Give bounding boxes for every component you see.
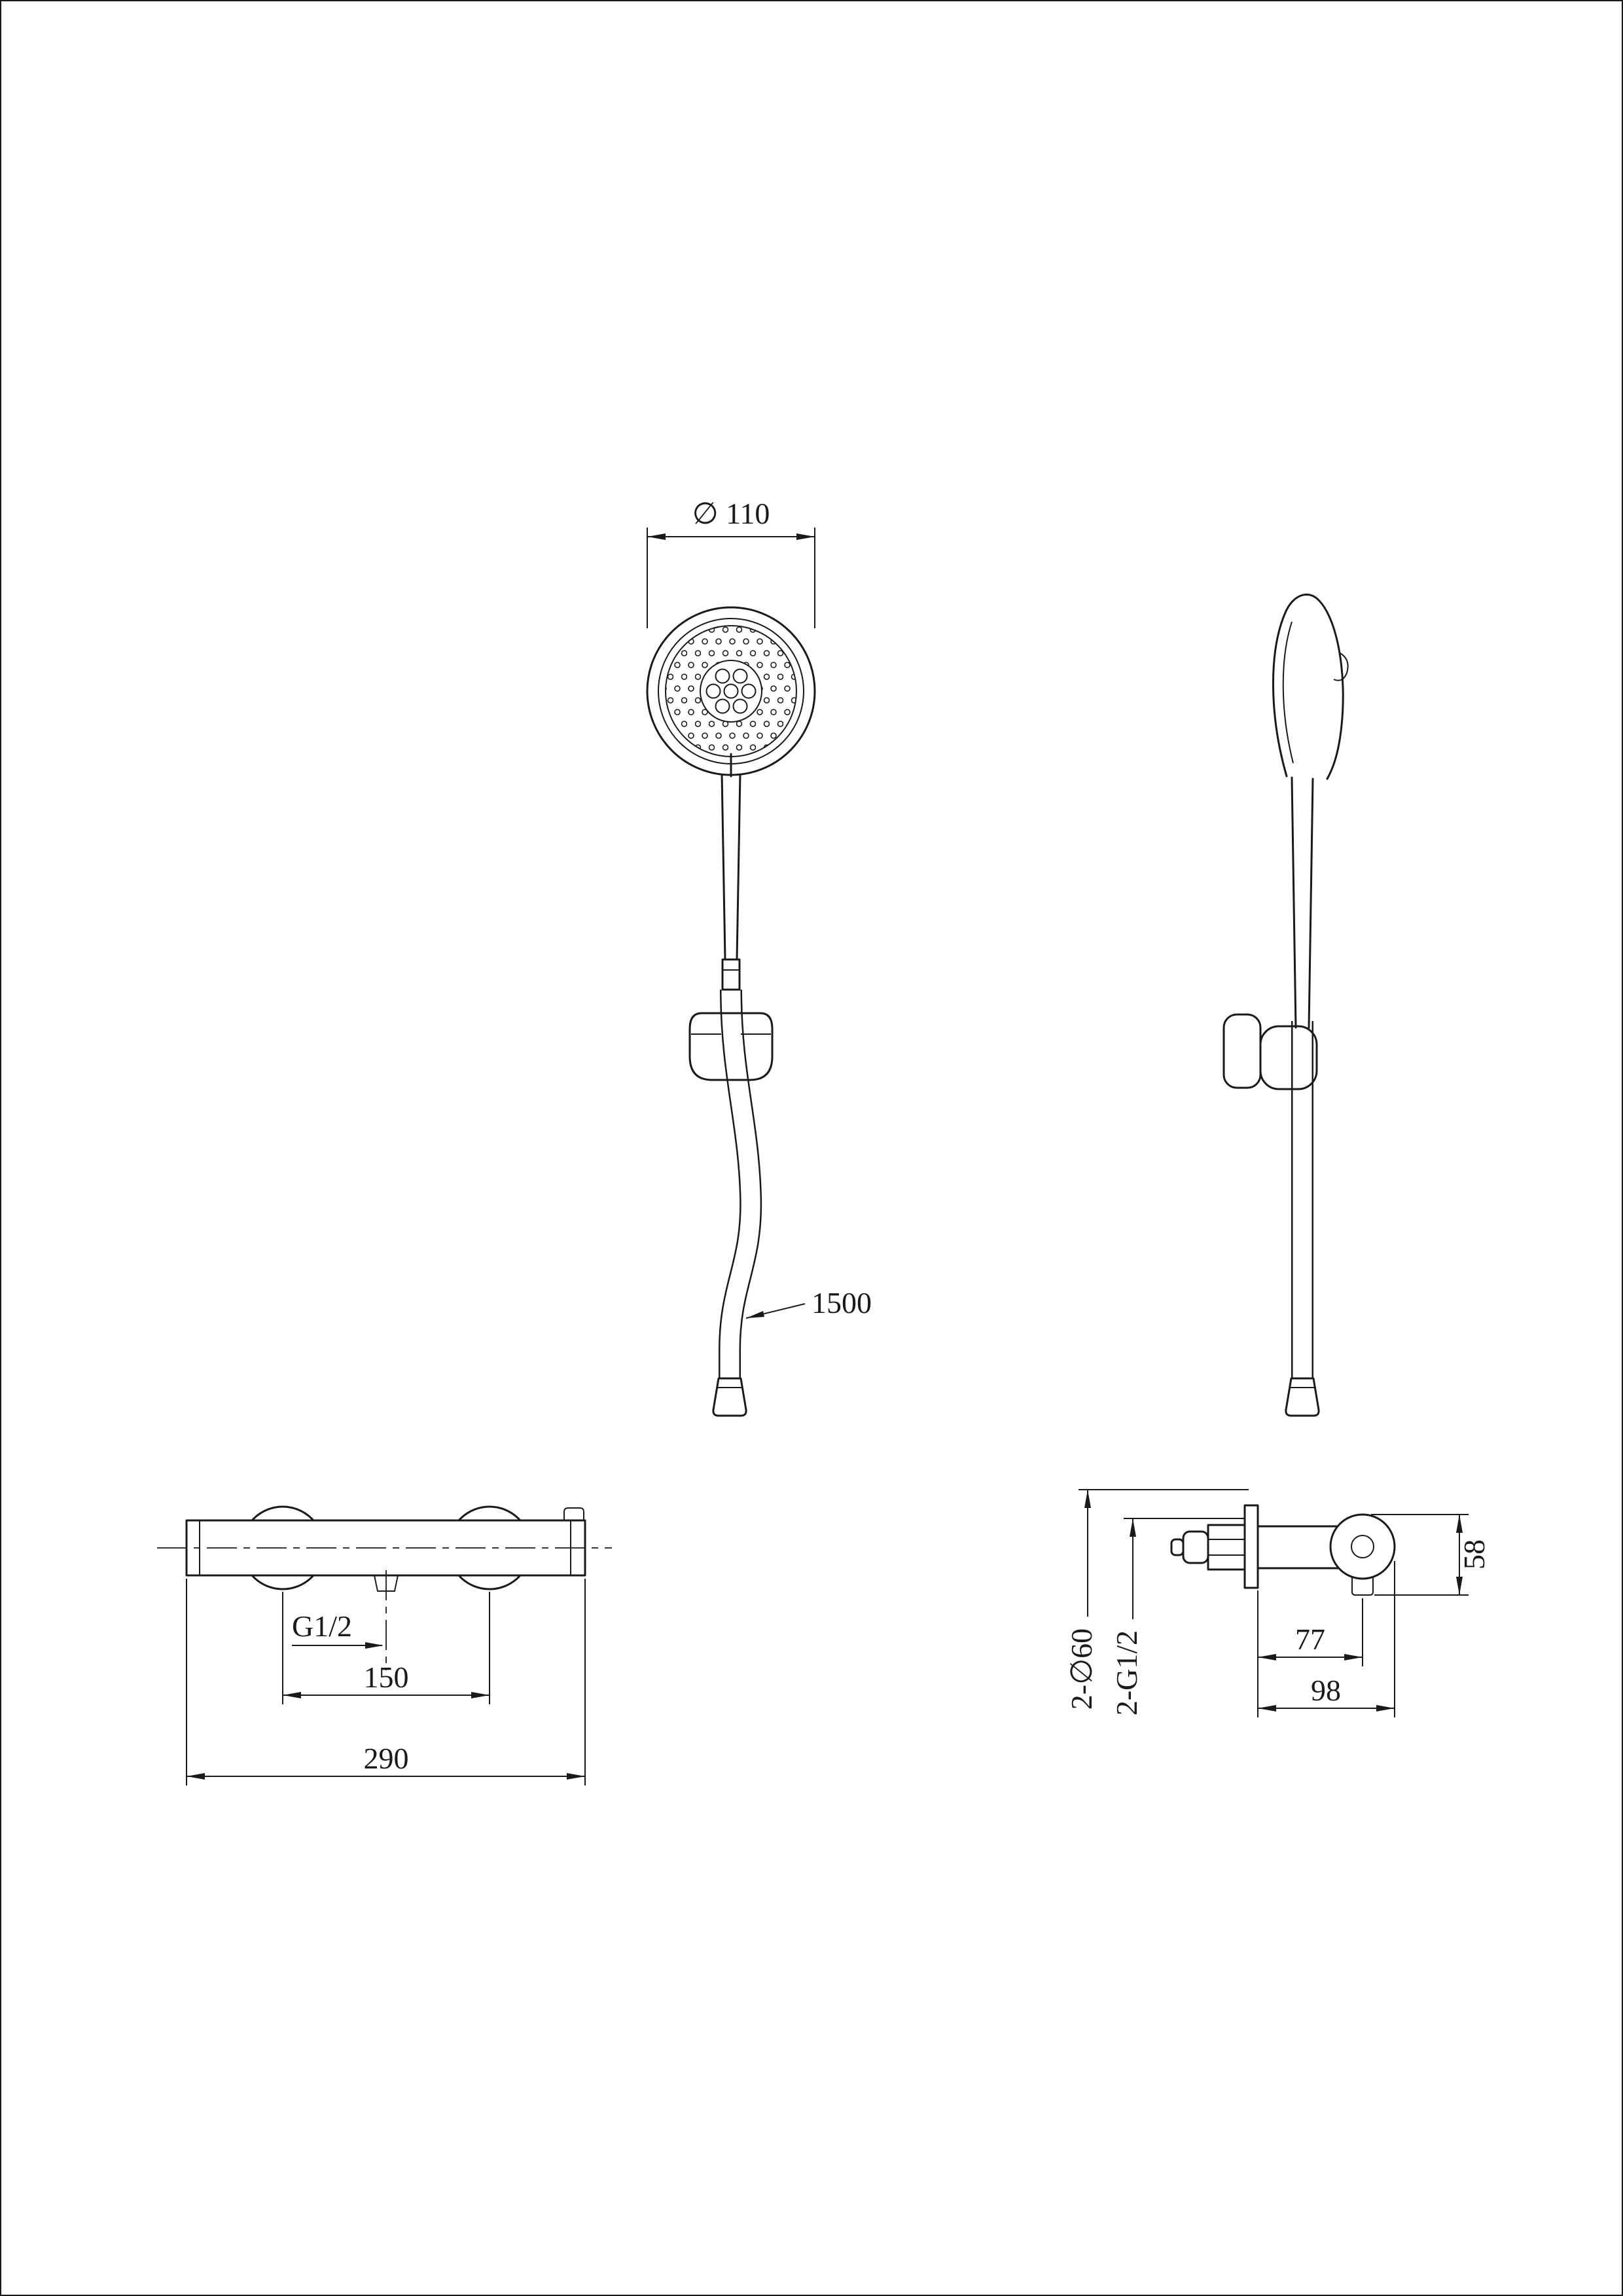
leader-wall-flanges: 2-∅60 — [1065, 1489, 1249, 1710]
wall-bracket-side — [1222, 1013, 1318, 1090]
shower-hose-front — [719, 989, 762, 1382]
inlet-cap — [1182, 1530, 1209, 1564]
dim-head-diameter: ∅ 110 — [647, 497, 815, 628]
dim-inlet-threads-label: 2-G1/2 — [1110, 1630, 1143, 1715]
dim-wall-flanges-label: 2-∅60 — [1065, 1628, 1098, 1710]
dim-outlet-offset: 77 — [1257, 1590, 1363, 1717]
outlet-stub-front — [373, 1575, 399, 1592]
wall-flange-side — [1243, 1504, 1259, 1589]
shower-head-front — [646, 606, 816, 778]
hose-end-fitting-side — [1285, 1377, 1320, 1417]
shower-head-side — [1272, 593, 1349, 780]
dim-overall-depth: 98 — [1258, 1561, 1395, 1717]
mixer-side-view: 2-∅60 2-G1/2 58 77 — [1065, 1489, 1491, 1717]
mixer-body-side — [1257, 1513, 1396, 1596]
shower-handle-front — [721, 772, 741, 991]
eccentric-union — [1207, 1524, 1246, 1571]
dim-port-spacing: 150 — [282, 1592, 490, 1704]
dim-port-spacing-label: 150 — [364, 1660, 409, 1694]
handshower-front-view: ∅ 110 1500 — [646, 497, 872, 1417]
handshower-side-view — [1222, 593, 1349, 1417]
shower-handle-side — [1291, 776, 1314, 1029]
dim-outlet-offset-label: 77 — [1295, 1623, 1325, 1656]
leader-inlet-threads: 2-G1/2 — [1110, 1518, 1245, 1715]
nozzle-cluster — [705, 668, 757, 714]
temperature-knob — [563, 1507, 584, 1520]
outlet-stub-side — [1351, 1577, 1374, 1596]
dim-head-diameter-label: ∅ 110 — [692, 497, 770, 530]
dim-outlet-thread-label: G1/2 — [292, 1609, 352, 1643]
dim-body-height: 58 — [1371, 1514, 1491, 1596]
dim-hose-length-label: 1500 — [812, 1286, 872, 1319]
inlet-cap-tip — [1170, 1538, 1185, 1556]
leader-hose-length: 1500 — [745, 1286, 872, 1319]
hanging-hook — [1333, 653, 1349, 681]
leader-outlet-thread: G1/2 — [292, 1609, 383, 1649]
dim-body-height-label: 58 — [1457, 1539, 1491, 1570]
dim-overall-depth-label: 98 — [1311, 1674, 1341, 1707]
hose-end-fitting-front — [712, 1377, 747, 1417]
mixer-front-view: G1/2 150 290 — [157, 1505, 612, 1785]
dim-overall-width-label: 290 — [364, 1742, 409, 1775]
wall-bracket-front — [688, 1012, 774, 1081]
dim-overall-width: 290 — [186, 1579, 586, 1785]
